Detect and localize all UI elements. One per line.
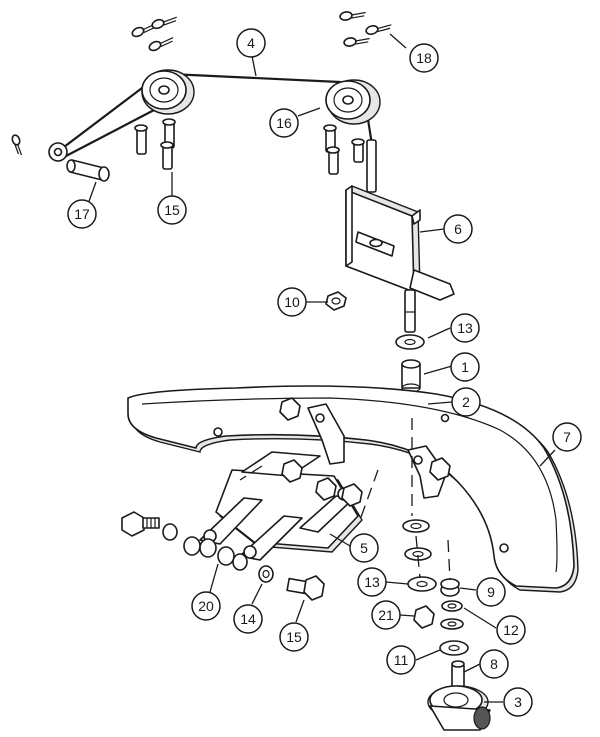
frame-bolts (279, 397, 451, 481)
cable-rod (366, 139, 377, 193)
bracket-rod (404, 289, 416, 333)
callout-11: 11 (386, 645, 416, 675)
svg-text:10: 10 (284, 294, 300, 310)
nut-10 (325, 291, 347, 311)
svg-text:13: 13 (457, 320, 473, 336)
clevis-pin (66, 159, 110, 182)
svg-text:7: 7 (563, 429, 571, 445)
svg-text:3: 3 (514, 694, 522, 710)
pivot-nuts (281, 459, 363, 507)
svg-text:17: 17 (74, 206, 90, 222)
callout-4: 4 (236, 28, 266, 58)
callout-1: 1 (450, 352, 480, 382)
leader-lines (87, 33, 556, 703)
washer-stack (402, 519, 437, 592)
cable (48, 72, 374, 162)
callout-21: 21 (371, 600, 401, 630)
bolt-15 (286, 575, 325, 601)
svg-text:9: 9 (487, 584, 495, 600)
callout-10: 10 (277, 287, 307, 317)
spacer-14 (258, 565, 274, 583)
spacer-20 (199, 538, 248, 571)
svg-text:21: 21 (378, 607, 394, 623)
svg-text:14: 14 (240, 611, 256, 627)
washer-12 (441, 600, 463, 612)
callout-3: 3 (503, 687, 533, 717)
pivot-bracket (199, 451, 363, 561)
svg-text:4: 4 (247, 35, 255, 51)
svg-text:8: 8 (490, 656, 498, 672)
callout-5: 5 (349, 533, 379, 563)
svg-text:5: 5 (360, 540, 368, 556)
callout-19: 18 (409, 43, 439, 73)
spacer-1 (401, 359, 421, 393)
cotter-pins-top-left (11, 16, 177, 156)
callout-12: 12 (496, 615, 526, 645)
callout-18: 17 (67, 199, 97, 229)
callout-14: 14 (233, 604, 263, 634)
callout-9: 9 (476, 577, 506, 607)
svg-text:13: 13 (364, 574, 380, 590)
frame-bracket-left (307, 403, 345, 465)
washer-extra (440, 618, 464, 630)
locknut-9 (440, 578, 460, 597)
svg-text:15: 15 (164, 202, 180, 218)
svg-text:15: 15 (286, 629, 302, 645)
cotter-pins-top-right (339, 11, 392, 47)
caster-3 (427, 685, 491, 731)
bolt-left (121, 511, 201, 556)
frame-bracket-right (407, 445, 447, 499)
callout-20: 20 (191, 591, 221, 621)
washer-13-top (395, 334, 425, 350)
alignment-lines (239, 418, 451, 581)
callout-16: 15 (157, 195, 187, 225)
pulley-left (141, 69, 195, 115)
svg-text:16: 16 (276, 115, 292, 131)
svg-text:20: 20 (198, 598, 214, 614)
svg-text:18: 18 (416, 50, 432, 66)
pulley-pins (134, 118, 365, 175)
callout-13-bottom: 13 (357, 567, 387, 597)
svg-text:12: 12 (503, 622, 519, 638)
callout-6: 6 (443, 214, 473, 244)
bumper-frame (127, 385, 579, 593)
callout-17: 16 (269, 108, 299, 138)
pulley-right (325, 79, 381, 125)
svg-text:11: 11 (394, 652, 409, 668)
callout-13-top: 13 (450, 313, 480, 343)
svg-text:2: 2 (462, 394, 470, 410)
svg-text:1: 1 (461, 359, 469, 375)
washer-11 (439, 640, 469, 656)
nut-21 (413, 605, 435, 629)
callout-2: 2 (451, 387, 481, 417)
bracket-plate (345, 184, 455, 301)
callout-7: 7 (552, 422, 582, 452)
callout-15: 15 (279, 622, 309, 652)
callout-8: 8 (479, 649, 509, 679)
svg-text:6: 6 (454, 221, 462, 237)
